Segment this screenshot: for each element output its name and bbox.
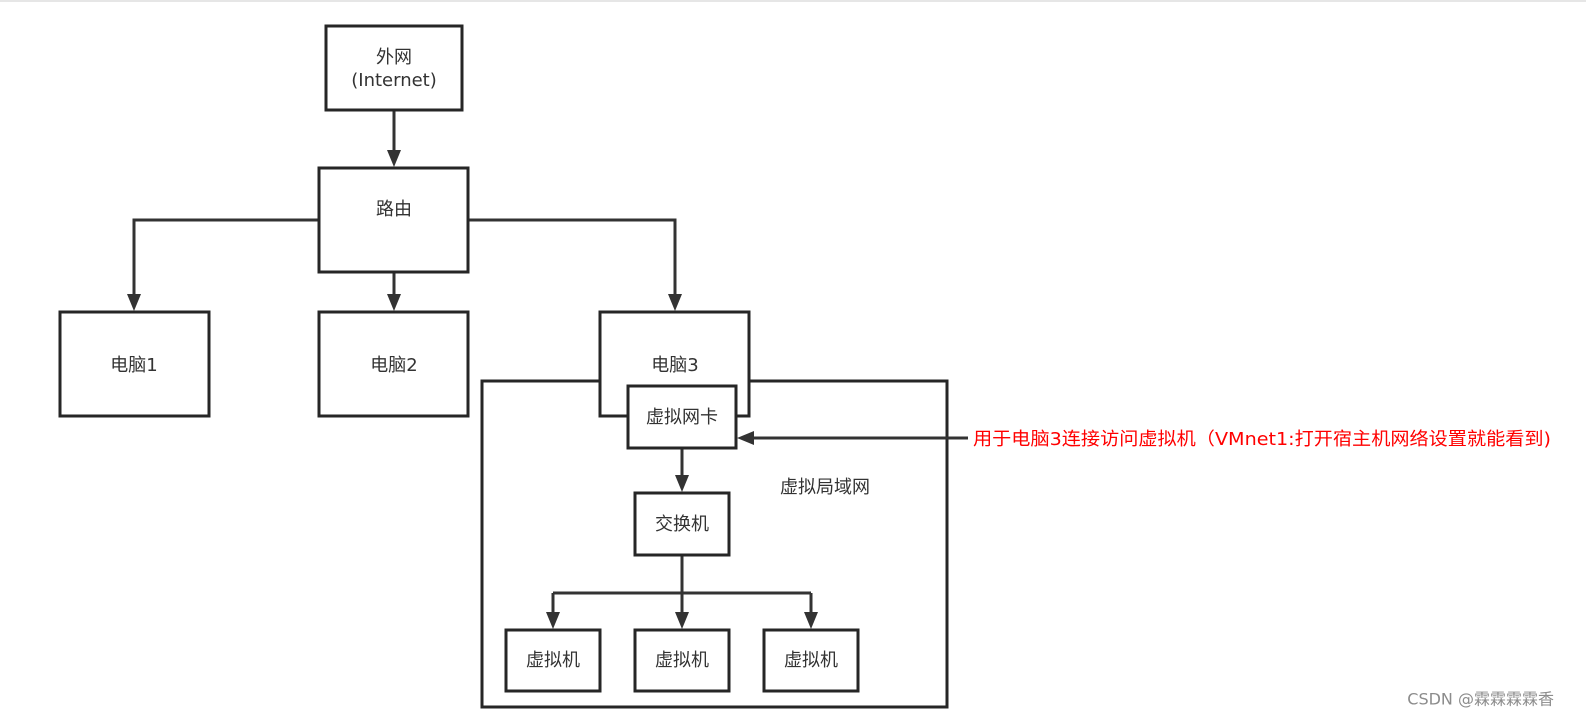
arrowhead-annotation — [737, 431, 754, 445]
node-vm1: 虚拟机 — [504, 628, 602, 693]
router-label: 路由 — [376, 199, 412, 220]
arrowhead-pc1 — [127, 294, 141, 311]
pc2-label: 电脑2 — [370, 355, 417, 376]
edge-router-pc1 — [132, 218, 319, 296]
node-pc2: 电脑2 — [317, 310, 470, 418]
vm2-label: 虚拟机 — [655, 650, 709, 671]
node-internet: 外网 (Internet) — [324, 24, 464, 112]
vnic-box — [626, 384, 738, 450]
node-vnic: 虚拟网卡 — [626, 384, 738, 450]
vm2-box — [633, 628, 731, 693]
pc1-label: 电脑1 — [110, 355, 157, 376]
pc3-label: 电脑3 — [651, 355, 698, 376]
internet-label-line1: 外网 — [376, 47, 412, 68]
node-switch: 交换机 — [633, 491, 731, 557]
csdn-watermark: CSDN @霖霖霖霖香 — [1407, 690, 1554, 709]
arrowhead-router — [387, 150, 401, 167]
router-box — [317, 166, 470, 274]
edges — [127, 110, 968, 629]
node-vm2: 虚拟机 — [633, 628, 731, 693]
vnic-label: 虚拟网卡 — [646, 407, 718, 428]
node-vm3: 虚拟机 — [762, 628, 860, 693]
vm1-box — [504, 628, 602, 693]
arrowhead-pc3 — [668, 294, 682, 311]
internet-label-line2: (Internet) — [351, 70, 437, 91]
annotation-text: 用于电脑3连接访问虚拟机（VMnet1:打开宿主机网络设置就能看到) — [973, 429, 1551, 450]
arrowhead-vm2 — [675, 612, 689, 629]
top-border-line — [0, 0, 1586, 2]
vm3-box — [762, 628, 860, 693]
arrowhead-pc2 — [387, 294, 401, 311]
node-router: 路由 — [317, 166, 470, 274]
arrowhead-vm1 — [546, 612, 560, 629]
arrowhead-switch — [675, 475, 689, 492]
switch-box — [633, 491, 731, 557]
vm3-label: 虚拟机 — [784, 650, 838, 671]
node-pc1: 电脑1 — [58, 310, 211, 418]
virtual-lan-label: 虚拟局域网 — [780, 477, 870, 498]
edge-router-pc3 — [468, 218, 677, 296]
pc1-box — [58, 310, 211, 418]
internet-box — [324, 24, 464, 112]
arrowhead-vm3 — [804, 612, 818, 629]
vm1-label: 虚拟机 — [526, 650, 580, 671]
pc2-box — [317, 310, 470, 418]
switch-label: 交换机 — [655, 514, 709, 535]
